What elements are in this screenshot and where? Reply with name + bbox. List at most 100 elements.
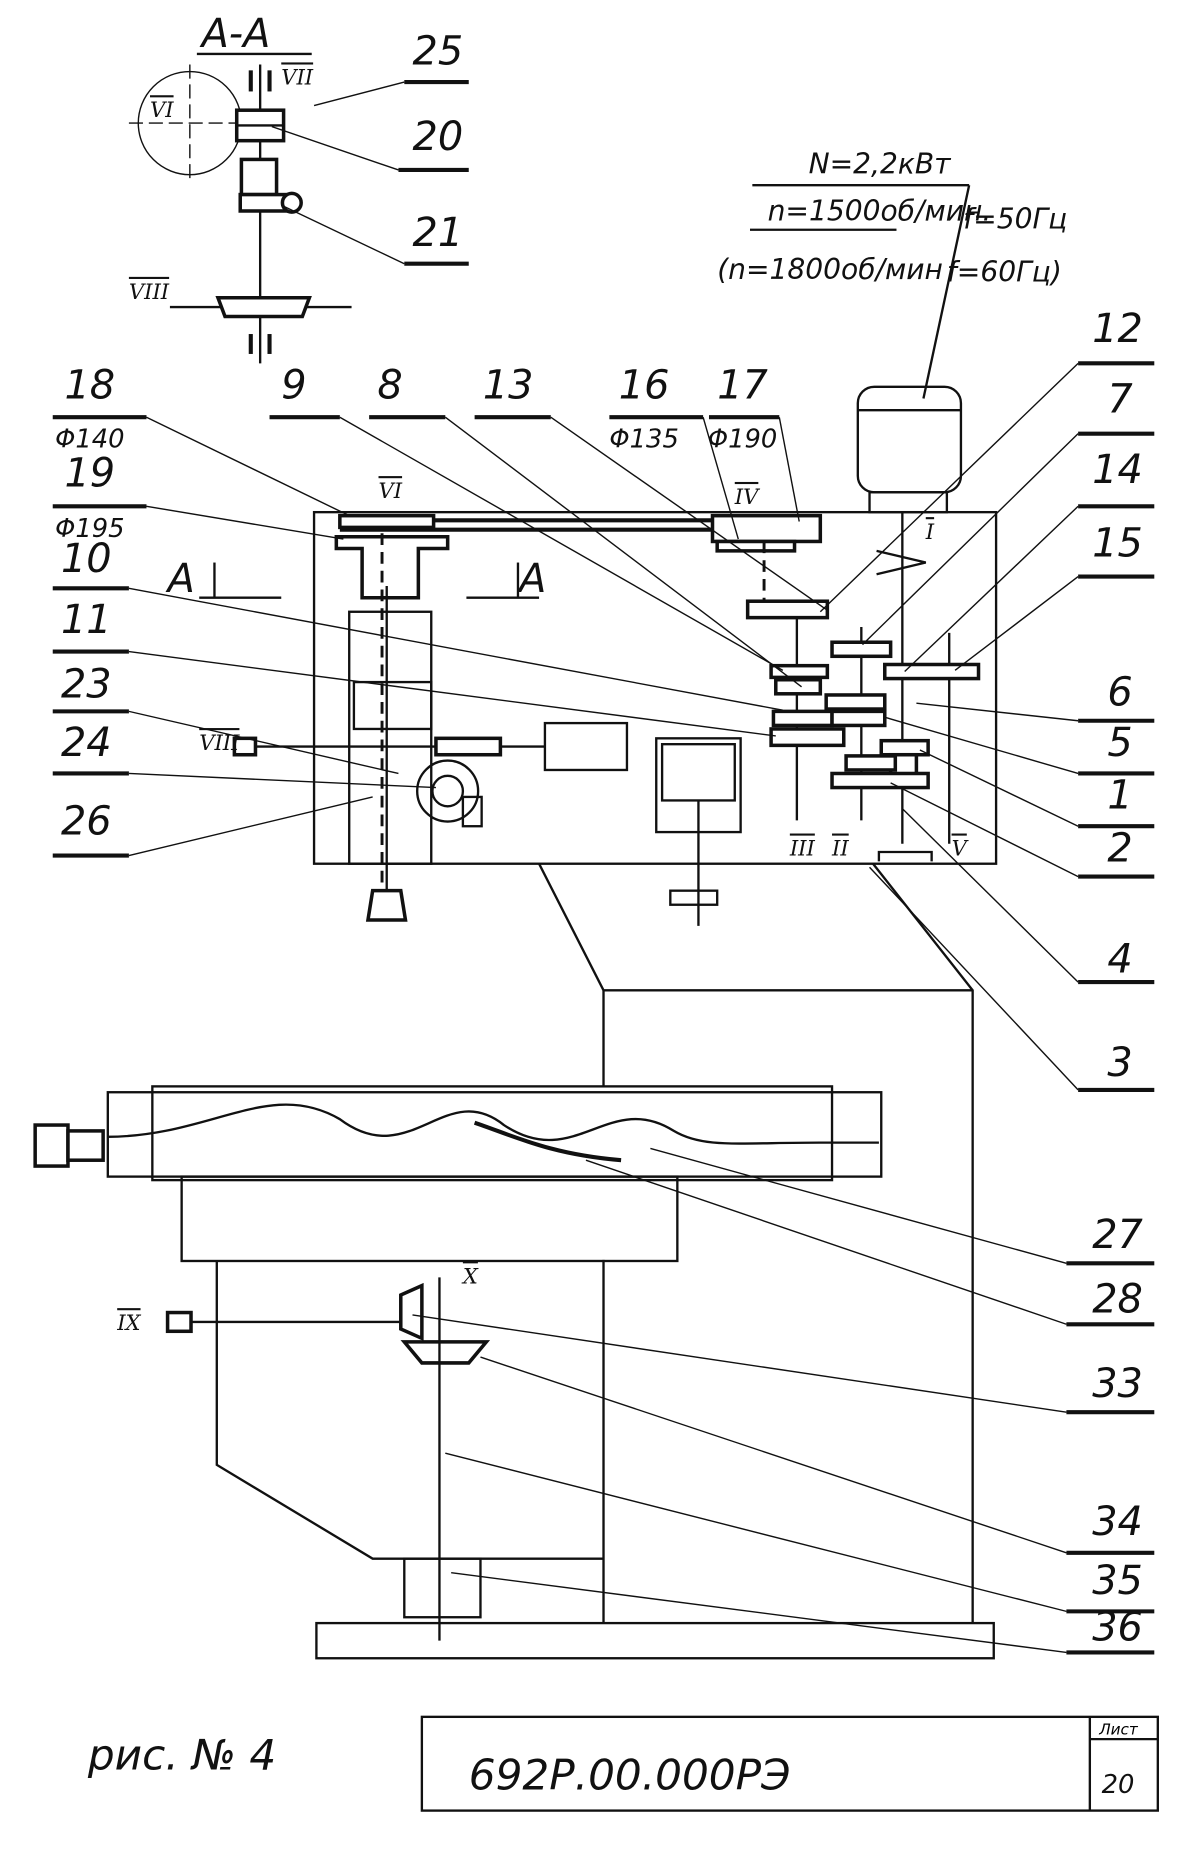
callout-5: 5: [884, 716, 1155, 776]
callout-34: 34: [480, 1356, 1155, 1555]
leader-line: [916, 702, 1079, 722]
leader-line: [862, 433, 1079, 646]
callout-number: 20: [413, 114, 464, 160]
leader-line: [451, 1572, 1067, 1654]
callout-number: 2: [1107, 825, 1132, 871]
callout-number: 27: [1092, 1212, 1143, 1258]
motor-speed-50hz: n=1500об/мин.: [768, 194, 992, 227]
leader-line: [271, 125, 399, 171]
leader-line: [280, 204, 405, 265]
gear-6: [824, 693, 887, 711]
leader-line: [128, 772, 436, 789]
leader-line: [884, 716, 1079, 775]
title-block: 692Р.00.000РЭ Лист 20: [420, 1715, 1159, 1812]
callout-21: 21: [280, 204, 469, 266]
shaft-label-vii: VII: [281, 64, 314, 89]
gear-11: [769, 727, 846, 748]
figure-caption: рис. № 4: [87, 1731, 276, 1780]
callout-number: 17: [717, 362, 768, 408]
leader-line: [890, 782, 1079, 878]
gear-5: [830, 709, 887, 728]
callout-24: 24: [52, 720, 436, 789]
callout-12: 12: [819, 306, 1155, 613]
shaft-label-v: V: [952, 836, 970, 861]
callout-number: 26: [61, 798, 112, 844]
callout-number: 1: [1107, 773, 1132, 819]
gear-14-15: [883, 662, 981, 681]
callout-number: 10: [61, 536, 112, 582]
gear-10: [771, 709, 834, 728]
leader-line: [412, 1314, 1067, 1413]
callout-3: 3: [869, 866, 1155, 1092]
callout-7: 7: [862, 377, 1155, 646]
bevel-gear-34: [400, 1340, 491, 1365]
bevel-gear-33: [399, 1282, 424, 1342]
callout-number: 12: [1092, 306, 1143, 352]
leader-line: [146, 416, 350, 517]
callout-number: 28: [1092, 1277, 1143, 1323]
callout-number: 21: [413, 210, 464, 256]
leader-line: [585, 1159, 1067, 1325]
shaft-label-vi: VI: [150, 97, 174, 122]
callout-diameter: Φ135: [609, 425, 678, 455]
callout-4: 4: [901, 808, 1155, 985]
shaft-label-iii: III: [789, 836, 816, 861]
leader-line: [550, 416, 827, 610]
callout-diameter: Φ140: [55, 425, 124, 455]
shaft-label-vi-main: VI: [379, 478, 403, 503]
table-handwheel: [33, 1123, 70, 1168]
callout-36: 36: [451, 1572, 1155, 1655]
shaft-label-ix: IX: [116, 1310, 141, 1335]
motor-freq-50hz: f=50Гц: [963, 203, 1067, 236]
pulley-16: [715, 539, 797, 553]
gear-7: [830, 640, 893, 659]
worm-21: [238, 192, 289, 213]
leader-line: [901, 808, 1079, 983]
leader-line: [480, 1356, 1067, 1554]
head-housing: VI IV A A VIII I: [165, 385, 998, 926]
section-title: A-A: [199, 11, 271, 57]
callout-25: 25: [313, 29, 469, 107]
leader-line: [650, 1147, 1067, 1265]
gear-8: [774, 677, 823, 696]
shaft-label-viii-section: VIII: [129, 279, 170, 304]
motor-freq-60hz: f=60Гц): [947, 255, 1062, 288]
section-a-a: A-A VI VII VIII: [128, 11, 352, 364]
callout-number: 23: [61, 661, 112, 707]
callout-number: 15: [1092, 521, 1143, 567]
callout-number: 7: [1107, 377, 1132, 423]
leader-line: [146, 505, 344, 540]
leader-line: [445, 1452, 1067, 1613]
worm-24: [416, 759, 480, 823]
leader-line: [869, 866, 1079, 1091]
leader-line: [919, 749, 1079, 827]
sheet-number: 20: [1102, 1770, 1135, 1800]
callout-27: 27: [650, 1147, 1155, 1266]
callout-11: 11: [52, 597, 776, 737]
leader-line: [128, 710, 399, 775]
worm-wheel-viii: [215, 295, 312, 319]
leader-line: [339, 416, 784, 671]
callout-33: 33: [412, 1314, 1155, 1415]
saddle: [180, 1175, 679, 1263]
callout-number: 4: [1107, 937, 1132, 983]
callout-26: 26: [52, 796, 373, 858]
callout-35: 35: [445, 1452, 1155, 1614]
callout-9: 9: [269, 362, 784, 671]
gear-23: [434, 736, 503, 757]
pulley-19: [334, 535, 450, 600]
shaft-label-iv: IV: [734, 484, 761, 509]
callout-number: 35: [1092, 1558, 1143, 1604]
motor-speed-60hz: (n=1800об/мин: [717, 253, 943, 286]
callout-number: 13: [483, 362, 534, 408]
callout-diameter: Φ195: [55, 514, 124, 544]
callout-number: 36: [1092, 1605, 1143, 1651]
doc-number: 692Р.00.000РЭ: [469, 1751, 791, 1800]
callout-6: 6: [916, 670, 1155, 723]
callout-10: 10: [52, 536, 783, 711]
leader-line: [444, 416, 802, 688]
